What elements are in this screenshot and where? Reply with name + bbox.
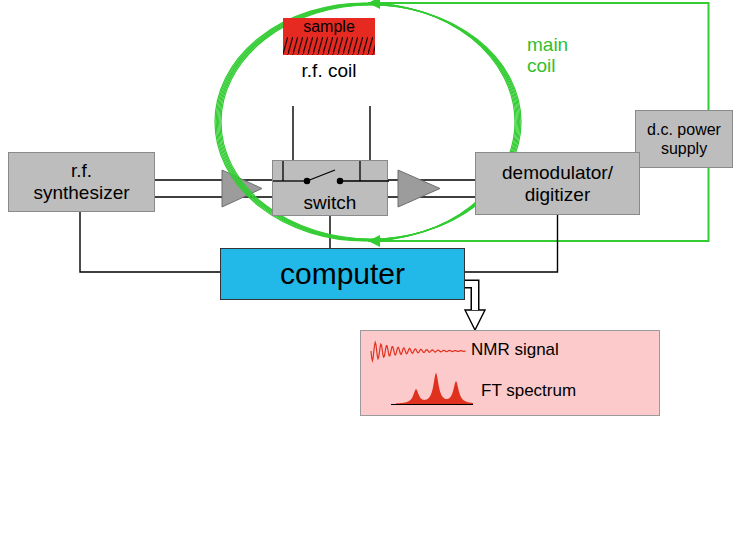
coil-label: r.f. coil	[297, 60, 361, 81]
coil-turns	[283, 37, 375, 55]
sample-body	[283, 18, 375, 37]
power-supply: d.c. power supply	[635, 110, 733, 168]
connector	[465, 215, 558, 272]
box-label: computer	[280, 257, 405, 291]
sample-label: sample	[283, 18, 375, 36]
connector	[293, 106, 370, 160]
box-label: d.c. power supply	[642, 120, 726, 158]
switch-symbol	[273, 161, 389, 184]
current-lead	[368, 3, 709, 110]
sample-coil: sample r.f. coil	[283, 18, 375, 106]
output-label: FT spectrum	[481, 381, 576, 401]
output-label: NMR signal	[471, 340, 559, 360]
demodulator-box: demodulator/ digitizer	[475, 152, 640, 215]
box-label: demodulator/ digitizer	[488, 162, 628, 206]
spectrum-icon	[396, 373, 473, 404]
output-panel: NMR signal FT spectrum	[360, 330, 660, 416]
rf-synthesizer: r.f. synthesizer	[8, 152, 155, 212]
coil-label: main coil	[527, 34, 585, 76]
spectrum-axis	[391, 404, 473, 405]
switch-box: switch	[272, 160, 388, 216]
data-arrow-core	[465, 284, 475, 310]
signal-wire	[329, 216, 330, 248]
connector	[80, 212, 220, 272]
box-label: switch	[304, 192, 357, 214]
box-label: r.f. synthesizer	[22, 160, 142, 204]
signal-wire	[465, 215, 558, 272]
signal-wire	[293, 106, 370, 160]
connector	[330, 216, 331, 248]
data-arrow	[465, 284, 475, 310]
amplifier-symbol	[398, 170, 440, 207]
computer-box: computer	[220, 248, 465, 300]
connector	[465, 284, 475, 310]
signal-wire	[80, 212, 220, 272]
fid-icon	[371, 342, 466, 360]
connector	[368, 3, 709, 110]
